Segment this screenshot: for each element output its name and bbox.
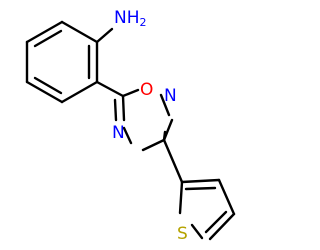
bond [122,126,133,145]
thiophene-sulfur-label: S [177,224,188,244]
bond [121,94,126,122]
benzene-ring [25,20,99,104]
double-bond-inner [33,29,63,48]
thiophene-ring [178,178,236,241]
amine-label: NH2 [114,8,147,29]
bond [178,180,184,215]
double-bond-inner [184,186,217,191]
oxadiazole-ring [113,88,174,152]
bond [159,93,171,117]
bond [217,178,236,216]
double-bond-inner [33,76,63,95]
bond [60,80,99,104]
oxadiazole-nitrogen-top-label: N [164,86,177,106]
double-bond-inner [204,210,228,234]
bond [208,212,236,241]
bond [180,178,221,184]
structure-drawing: NH2 O N N S [25,8,236,244]
bond [25,80,64,104]
bond [60,20,99,44]
bond [25,20,64,44]
bond [190,223,204,240]
amine-nitrogen-symbol: N [114,8,127,28]
bond [141,138,166,152]
double-bond [113,98,118,122]
molecule-diagram: NH2 O N N S [25,8,236,244]
oxadiazole-oxygen-label: O [140,80,153,100]
amine-hydrogen-count: 2 [140,16,147,29]
heteroaryl-link-bond [162,138,184,184]
amine-hydrogen-symbol: H [127,8,140,28]
double-bond [162,118,174,142]
amine-bond [95,27,114,44]
bond [121,88,140,98]
oxadiazole-nitrogen-left-label: N [112,123,125,143]
aryl-link-bond [95,80,125,98]
